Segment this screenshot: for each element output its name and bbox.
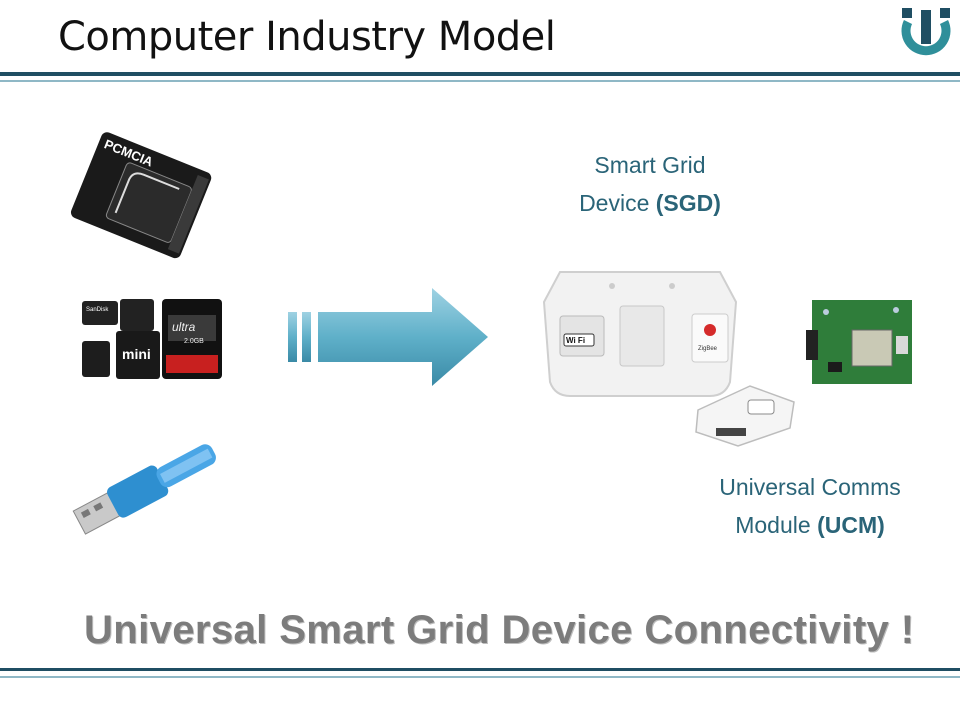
footer-rule-thin bbox=[0, 676, 960, 678]
sd-capacity-label: 2.0GB bbox=[184, 338, 204, 345]
usb-connector-image bbox=[72, 444, 216, 535]
smart-grid-device-image: Wi Fi ZigBee bbox=[542, 271, 738, 397]
memory-cards-image: SanDisk ultra 2.0GB mini bbox=[82, 299, 222, 379]
ucm-acronym: (UCM) bbox=[817, 512, 885, 538]
zigbee-label: ZigBee bbox=[698, 346, 718, 352]
sd-mini-label: mini bbox=[122, 346, 151, 362]
ucm-label: Universal Comms Module (UCM) bbox=[680, 468, 940, 544]
title-underline-thin bbox=[0, 80, 960, 82]
sd-brand-label: SanDisk bbox=[86, 307, 109, 313]
ucm-label-prefix: Module bbox=[735, 512, 818, 538]
tagline: Universal Smart Grid Device Connectivity… bbox=[84, 608, 915, 652]
sgd-label: Smart Grid Device (SGD) bbox=[520, 146, 780, 222]
sd-ultra-label: ultra bbox=[172, 320, 196, 334]
direction-arrow-icon bbox=[288, 288, 488, 386]
ucm-label-line2: Module (UCM) bbox=[680, 506, 940, 544]
ucm-module-image bbox=[695, 385, 795, 447]
sgd-label-line1: Smart Grid bbox=[594, 152, 706, 178]
ucm-label-line1: Universal Comms bbox=[719, 474, 901, 500]
footer-rule bbox=[0, 668, 960, 671]
sgd-label-line2: Device (SGD) bbox=[520, 184, 780, 222]
pcmcia-card-image: PCMCIA bbox=[70, 132, 212, 259]
wifi-label: Wi Fi bbox=[566, 336, 585, 345]
radio-module-board-image bbox=[806, 300, 912, 384]
sgd-label-prefix: Device bbox=[579, 190, 656, 216]
company-logo-icon bbox=[901, 8, 951, 56]
sgd-acronym: (SGD) bbox=[655, 190, 721, 216]
slide-title: Computer Industry Model bbox=[58, 14, 556, 60]
title-underline bbox=[0, 72, 960, 76]
